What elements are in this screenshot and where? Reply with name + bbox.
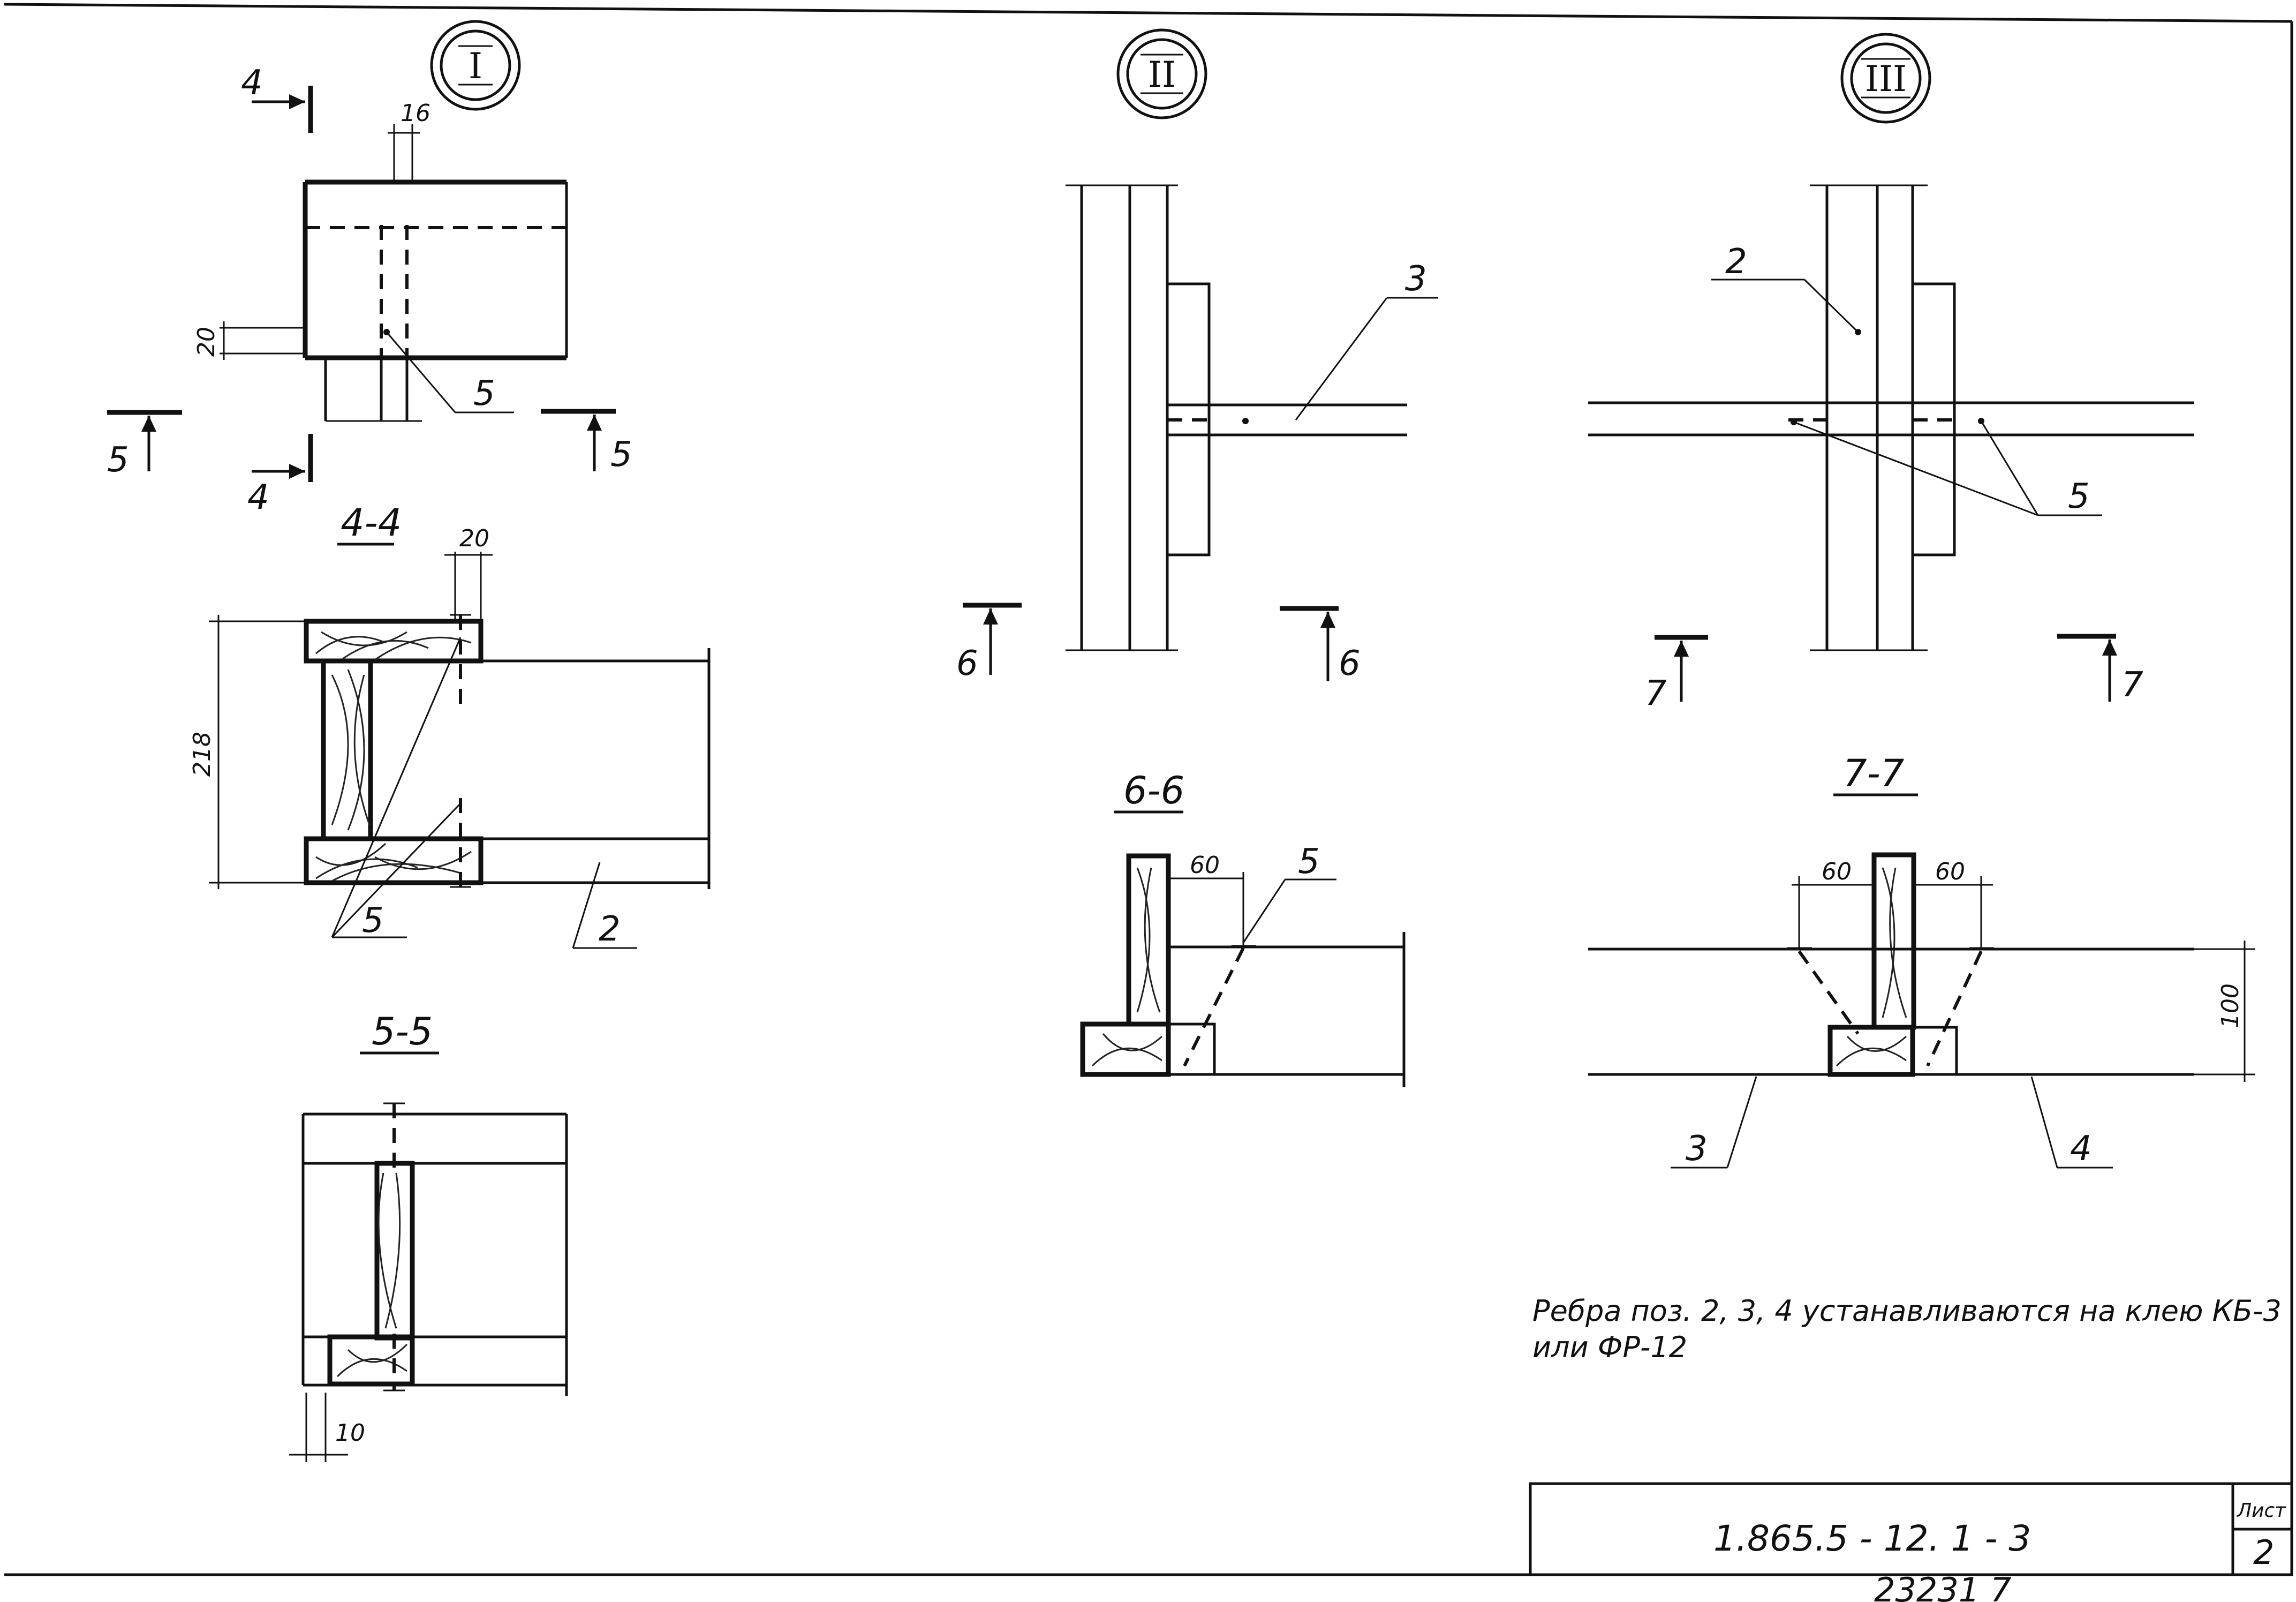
sheet-label: Лист	[2236, 1500, 2286, 1522]
section-4-4: 4-4 218 20 5	[188, 501, 711, 949]
callout-II: II	[1116, 28, 1207, 119]
assembly-note: Ребра поз. 2, 3, 4 устанавливаются на кл…	[1532, 1294, 2282, 1364]
dim-60-right-7-7: 60	[1935, 858, 1965, 885]
section-7-7: 7-7 60 60 100 3 4	[1588, 751, 2255, 1169]
dim-218: 218	[188, 732, 216, 777]
section-mark-4-bottom: 4	[247, 478, 269, 517]
section-6-6-title: 6-6	[1123, 769, 1184, 813]
callout-II-label: II	[1148, 54, 1176, 95]
dim-16: 16	[401, 100, 430, 127]
leader-5-view-I: 5	[473, 374, 495, 413]
dim-60-left-7-7: 60	[1822, 858, 1852, 885]
leader-3-view-II: 3	[1405, 259, 1427, 299]
leader-2-4-4: 2	[599, 909, 621, 949]
title-block: 1.865.5 - 12. 1 - 3 Лист 2	[1529, 1482, 2293, 1576]
callout-III: III	[1840, 33, 1931, 124]
note-line-2: или ФР-12	[1532, 1330, 1687, 1364]
dim-20-v: 20	[193, 327, 220, 357]
section-mark-5-left: 5	[107, 440, 129, 480]
section-5-5: 5-5 10	[289, 1010, 568, 1462]
leader-3-7-7: 3	[1686, 1129, 1708, 1169]
callout-III-label: III	[1865, 58, 1907, 100]
leader-4-7-7: 4	[2070, 1129, 2092, 1169]
dim-20-top: 20	[459, 525, 489, 552]
view-I: 16 20 5 4 4 5 5	[107, 63, 632, 517]
leader-5-4-4: 5	[362, 901, 384, 941]
leader-2-view-III: 2	[1725, 242, 1747, 282]
callout-I-label: I	[469, 46, 482, 87]
dim-60-6-6: 60	[1190, 852, 1220, 879]
section-6-6: 6-6 60 5	[1080, 769, 1406, 1087]
section-5-5-title: 5-5	[372, 1010, 433, 1054]
dim-10: 10	[335, 1419, 365, 1447]
section-mark-6-right: 6	[1339, 644, 1361, 683]
section-7-7-title: 7-7	[1843, 751, 1904, 795]
section-mark-4-top: 4	[241, 63, 263, 103]
note-line-1: Ребра поз. 2, 3, 4 устанавливаются на кл…	[1532, 1294, 2282, 1328]
leader-5-view-III: 5	[2068, 477, 2090, 516]
view-III: 2 5 7 7	[1588, 184, 2194, 713]
section-mark-7-left: 7	[1645, 674, 1667, 713]
archive-stamp: 23231 7	[1874, 1570, 2011, 1602]
section-mark-6-left: 6	[956, 644, 978, 683]
section-mark-5-right: 5	[610, 435, 632, 475]
dim-100: 100	[2217, 983, 2244, 1028]
drawing-code: 1.865.5 - 12. 1 - 3	[1713, 1518, 2031, 1559]
sheet-number: 2	[2253, 1533, 2274, 1572]
view-II: 3 6 6	[956, 184, 1438, 683]
section-4-4-title: 4-4	[341, 501, 402, 545]
section-mark-7-right: 7	[2121, 665, 2143, 705]
callout-I: I	[430, 20, 521, 111]
leader-5-6-6: 5	[1298, 842, 1320, 882]
